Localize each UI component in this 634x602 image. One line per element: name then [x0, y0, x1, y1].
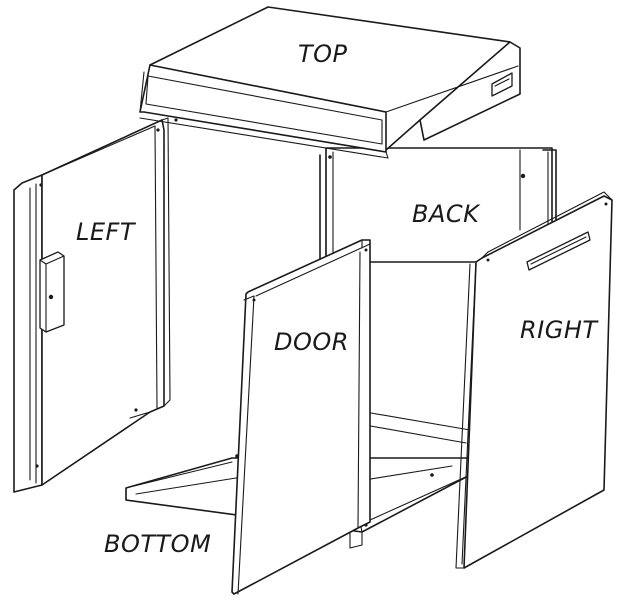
top-panel — [139, 6, 521, 159]
label-left: LEFT — [76, 218, 137, 246]
right-panel — [455, 191, 613, 569]
label-right: RIGHT — [520, 316, 599, 344]
door-panel — [231, 239, 371, 595]
label-door: DOOR — [274, 328, 349, 356]
label-top: TOP — [298, 40, 348, 68]
label-back: BACK — [412, 200, 481, 228]
label-bottom: BOTTOM — [104, 530, 211, 558]
left-panel — [13, 117, 178, 493]
